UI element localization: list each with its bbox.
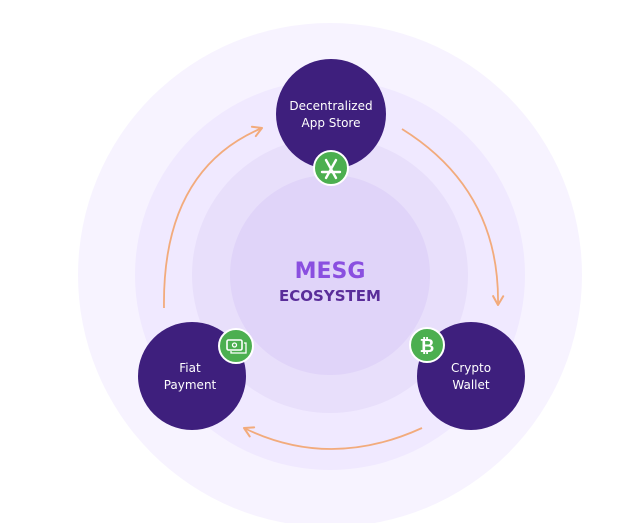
node-app-store: Decentralized App Store <box>276 59 386 169</box>
node-app-store-label-line2: App Store <box>302 116 361 130</box>
node-crypto-wallet-label-line1: Crypto <box>451 361 491 375</box>
node-fiat-payment-label-line2: Payment <box>164 378 217 392</box>
node-app-store-label-line1: Decentralized <box>289 99 372 113</box>
arrow-wallet-to-fiat <box>242 426 423 450</box>
bitcoin-icon: ₿ <box>409 327 445 363</box>
center-title: MESG <box>295 259 366 284</box>
cash-icon <box>218 328 254 364</box>
app-store-icon <box>313 150 349 186</box>
background-ring-inner <box>230 175 430 375</box>
arrow-app-store-to-wallet <box>401 128 505 307</box>
svg-text:₿: ₿ <box>420 336 435 357</box>
node-crypto-wallet-label-line2: Wallet <box>452 378 490 392</box>
arrow-fiat-to-app-store <box>163 125 264 309</box>
node-fiat-payment-label-line1: Fiat <box>179 361 201 375</box>
center-subtitle: ECOSYSTEM <box>279 287 381 305</box>
